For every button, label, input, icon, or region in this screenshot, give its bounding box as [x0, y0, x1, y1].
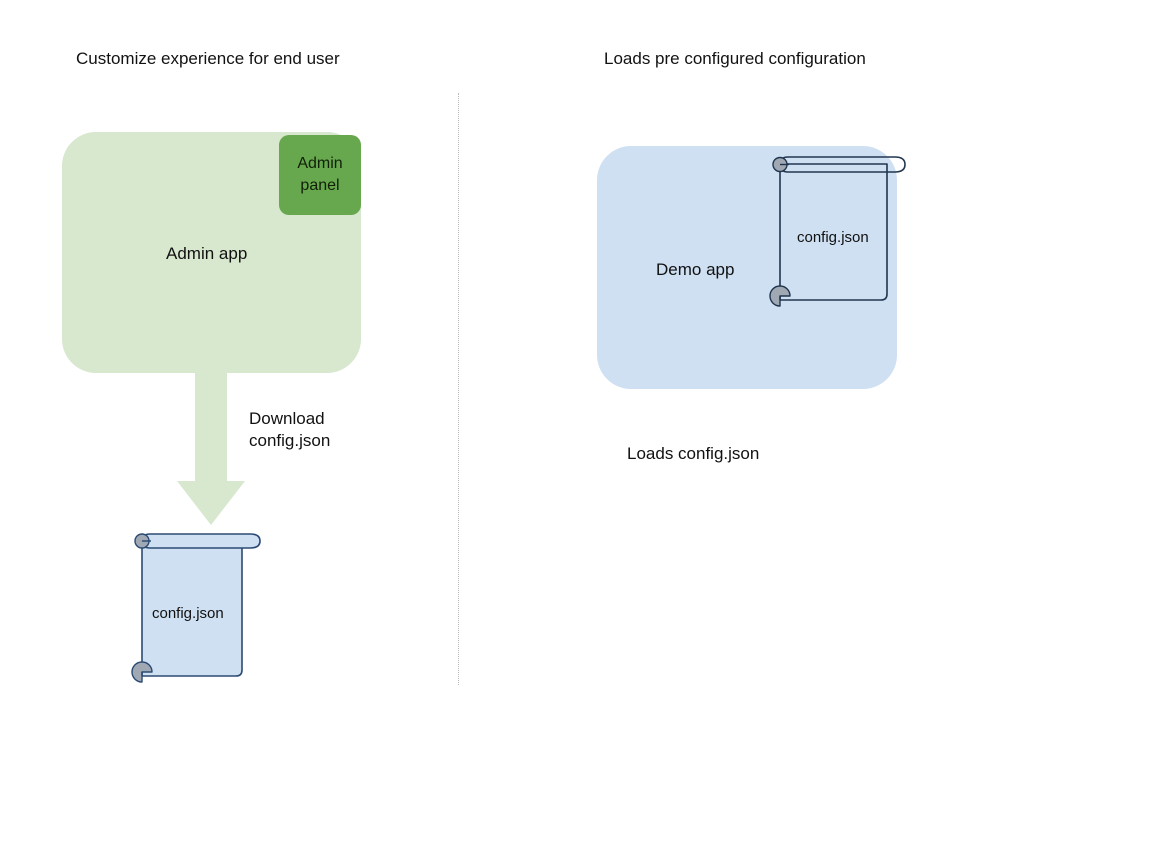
- admin-app-label: Admin app: [166, 244, 248, 263]
- download-arrow-icon: [177, 373, 245, 525]
- right-column-heading: Loads pre configured configuration: [604, 49, 866, 68]
- admin-panel-label: Admin panel: [279, 153, 361, 197]
- left-column-heading: Customize experience for end user: [76, 49, 340, 68]
- column-divider: [458, 93, 459, 685]
- demo-app-box: [597, 146, 897, 389]
- admin-panel-label-line2: panel: [300, 177, 340, 194]
- download-arrow-label-line1: Download: [249, 409, 325, 428]
- demo-app-label: Demo app: [656, 260, 735, 279]
- admin-panel-box[interactable]: Admin panel: [279, 135, 361, 215]
- download-arrow-label: Download config.json: [249, 408, 330, 452]
- config-json-label-left: config.json: [152, 605, 224, 622]
- download-arrow-label-line2: config.json: [249, 431, 331, 450]
- config-json-label-right: config.json: [797, 229, 869, 246]
- config-json-document-left[interactable]: [118, 524, 268, 690]
- config-json-document-right[interactable]: [768, 150, 918, 310]
- admin-panel-label-line1: Admin: [297, 155, 343, 172]
- loads-config-caption: Loads config.json: [627, 444, 760, 463]
